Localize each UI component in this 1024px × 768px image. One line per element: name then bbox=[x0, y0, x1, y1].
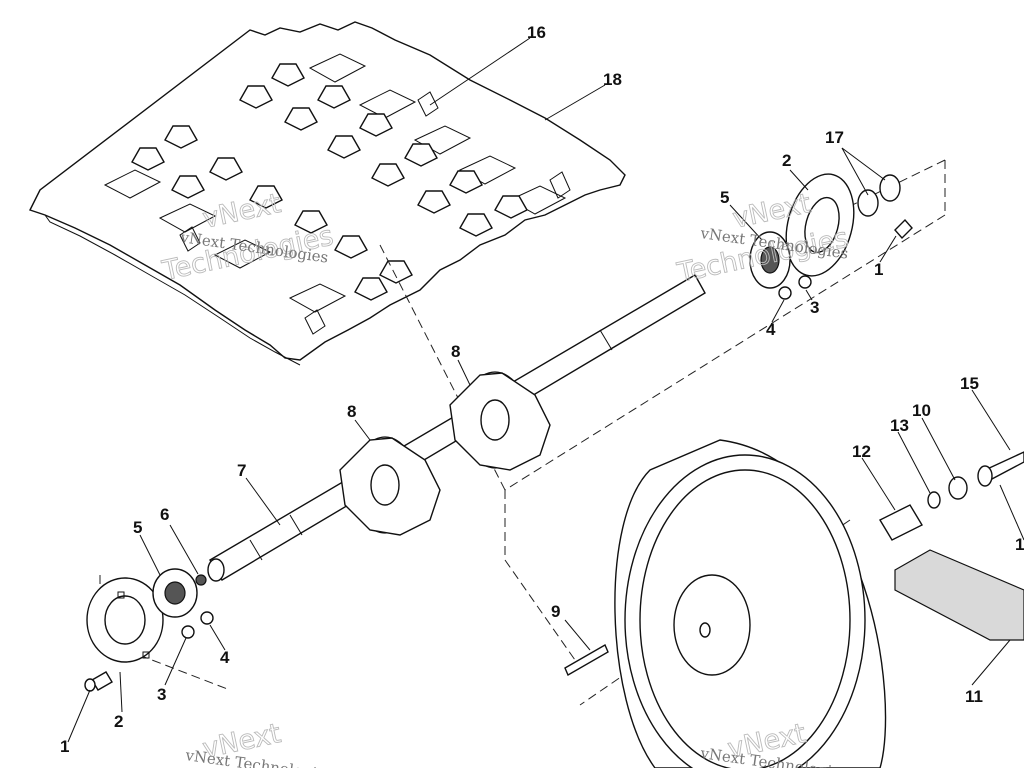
callout-2-left: 2 bbox=[114, 712, 123, 731]
callout-8-lower: 8 bbox=[347, 402, 356, 421]
track-lugs bbox=[131, 63, 528, 301]
right-bearing-flange bbox=[785, 173, 855, 277]
right-hardware bbox=[778, 174, 913, 300]
left-bearing bbox=[152, 568, 198, 618]
callout-2-right: 2 bbox=[782, 151, 791, 170]
idler-wheel bbox=[614, 439, 887, 768]
left-hardware bbox=[84, 574, 214, 692]
drive-belt bbox=[894, 549, 1024, 641]
key-pin bbox=[564, 644, 609, 676]
left-bearing-flange bbox=[86, 577, 164, 663]
callout-labels: 16 18 17 2 5 1 3 4 8 8 7 6 5 4 3 2 1 9 1… bbox=[60, 23, 1024, 756]
track-belt bbox=[29, 21, 626, 366]
right-bearing bbox=[749, 231, 791, 289]
callout-17: 16 bbox=[527, 23, 546, 42]
callout-1-right: 1 bbox=[874, 260, 883, 279]
callout-15: 15 bbox=[960, 374, 979, 393]
sprocket-left bbox=[339, 436, 441, 536]
callout-6: 6 bbox=[160, 505, 169, 524]
sprocket-right bbox=[449, 371, 551, 471]
callout-9: 9 bbox=[551, 602, 560, 621]
leader-lines bbox=[67, 37, 1024, 743]
callout-3-left: 3 bbox=[157, 685, 166, 704]
callout-4-left: 4 bbox=[220, 648, 230, 667]
callout-16: 17 bbox=[825, 128, 844, 147]
callout-1-left: 1 bbox=[60, 737, 69, 756]
callout-4-right: 4 bbox=[766, 320, 776, 339]
callout-11: 11 bbox=[965, 687, 983, 706]
wheel-axle-parts bbox=[879, 451, 1024, 541]
callout-8-upper: 8 bbox=[451, 342, 460, 361]
callout-7: 7 bbox=[237, 461, 246, 480]
callout-3-right: 3 bbox=[810, 298, 819, 317]
callout-edge-1: 1 bbox=[1015, 535, 1024, 554]
callout-10: 10 bbox=[912, 401, 931, 420]
callout-13: 13 bbox=[890, 416, 909, 435]
callout-12: 12 bbox=[852, 442, 871, 461]
callout-5-left: 5 bbox=[133, 518, 142, 537]
callout-18: 18 bbox=[603, 70, 622, 89]
callout-5-right: 5 bbox=[720, 188, 729, 207]
track-windows bbox=[103, 53, 567, 313]
